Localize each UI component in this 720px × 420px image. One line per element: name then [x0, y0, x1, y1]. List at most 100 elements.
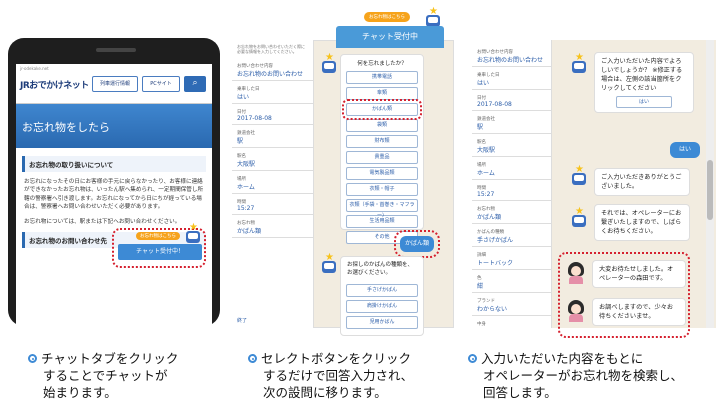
site-header: jr-odekake.net JRおでかけネット 列車運行情報 PCサイト ⌕ — [16, 64, 212, 104]
form-label: 駅名 — [477, 140, 486, 145]
form-label: 色 — [477, 276, 482, 281]
form-label: ブランド — [477, 299, 495, 304]
option-button[interactable]: 貴重品 — [346, 151, 418, 164]
form-label: 日付 — [477, 96, 486, 101]
form-column: お忘れ物をお問い合わせいただく際に必要な情報を入力してください。 お問い合わせ内… — [232, 40, 314, 328]
caption-2: セレクトボタンをクリック するだけで回答入力され、 次の設問に移ります。 — [248, 350, 413, 401]
question-text: 何を忘れましたか？ — [357, 61, 407, 67]
form-value[interactable]: 2017-08-08 — [232, 115, 313, 125]
form-label: 日付 — [237, 110, 246, 115]
form-value[interactable]: はい — [232, 92, 313, 104]
form-label: 乗車した日 — [237, 87, 260, 92]
site-url: jr-odekake.net — [20, 66, 49, 71]
chat-tag: お忘れ物はこちら — [364, 12, 410, 22]
form-value[interactable]: トートバック — [472, 258, 551, 270]
answer-bubble: かばん類 — [400, 236, 434, 252]
form-value[interactable]: ポタン式 — [472, 327, 551, 328]
form-value[interactable]: かばん類 — [232, 226, 313, 238]
form-value[interactable]: お忘れ物のお問い合わせ — [232, 69, 313, 81]
option-button[interactable]: 電気製品類 — [346, 167, 418, 180]
form-value[interactable]: 駅 — [232, 136, 313, 148]
form-value[interactable]: 15:27 — [472, 191, 551, 201]
option-button[interactable]: 傘類 — [346, 87, 418, 100]
option-button[interactable]: 衣類・帽子 — [346, 183, 418, 196]
section-heading: お忘れ物の取り扱いについて — [22, 156, 206, 172]
pc-site-button[interactable]: PCサイト — [142, 76, 180, 92]
option-button[interactable]: 袋類 — [346, 119, 418, 132]
train-info-button[interactable]: 列車運行情報 — [92, 76, 138, 92]
form-value[interactable]: ホーム — [472, 168, 551, 180]
search-icon[interactable]: ⌕ — [184, 76, 206, 92]
form-value[interactable]: わからない — [472, 304, 551, 316]
page-title: お忘れ物をしたら — [16, 104, 212, 148]
form-label: 鉄道会社 — [237, 131, 255, 136]
operator-message-2: お調べしますので、少々お待ちくださいませ。 — [592, 298, 686, 326]
form-value[interactable]: お忘れ物のお問い合わせ — [472, 55, 551, 67]
bullet-icon — [248, 354, 257, 363]
form-label: 鉄道会社 — [477, 117, 495, 122]
reply-bubble: はい — [670, 142, 700, 158]
option-button[interactable]: 生活用品類 — [346, 215, 418, 228]
form-label: 中身 — [477, 322, 486, 327]
form-value[interactable]: 2017-08-08 — [472, 101, 551, 111]
bullet-icon — [28, 354, 37, 363]
option-button[interactable]: 財布類 — [346, 135, 418, 148]
thanks-bubble: ご入力いただきありがとうございました。 — [594, 168, 690, 196]
form-value[interactable]: 大阪駅 — [232, 159, 313, 171]
option-button[interactable]: 肩掛けかばん — [346, 300, 418, 313]
form-label: 詳細 — [477, 253, 486, 258]
form-value[interactable]: はい — [472, 78, 551, 90]
chat-tab-button[interactable]: チャット受付中！ — [118, 244, 202, 260]
confirm-bubble: ご入力いただいた内容でよろしいでしょうか？ ※修正する場合は、左側の該当箇所をク… — [594, 52, 694, 113]
option-button[interactable]: 児用かばん — [346, 316, 418, 329]
form-head: お忘れ物をお問い合わせいただく際に必要な情報を入力してください。 — [237, 44, 305, 54]
chat-header: チャット受付中 — [336, 26, 444, 48]
option-button[interactable]: 衣類（手袋・首巻き・マフラー） — [346, 199, 418, 219]
caption-1: チャットタブをクリック することでチャットが 始まります。 — [28, 350, 178, 401]
form-label: お問い合わせ内容 — [477, 50, 513, 55]
option-button[interactable]: 携帯電話 — [346, 71, 418, 84]
chat-scrollbar[interactable] — [706, 40, 714, 328]
form-value[interactable]: 大阪駅 — [472, 145, 551, 157]
form-value[interactable]: 駅 — [472, 122, 551, 134]
operator-highlight — [558, 252, 690, 338]
chat-tab-highlight: お忘れ物はこちら ★ チャット受付中！ — [112, 223, 206, 268]
form-label: 乗車した日 — [477, 73, 500, 78]
operator-avatar — [566, 262, 586, 284]
connecting-bubble: それでは、オペレーターにお繋ぎいたしますので、しばらくお待ちください。 — [594, 204, 690, 241]
operator-message-1: 大変お待たせしました。オペレーターの森田です。 — [592, 260, 686, 288]
confirm-text: ご入力いただいた内容でよろしいでしょうか？ ※修正する場合は、左側の該当箇所をク… — [601, 58, 683, 92]
end-link[interactable]: 終了 — [237, 318, 248, 324]
form-value[interactable]: 15:27 — [232, 205, 313, 215]
form-label: かばんの種類 — [477, 230, 504, 235]
confirm-yes-button[interactable]: はい — [616, 96, 672, 108]
form-value[interactable]: 紺 — [472, 281, 551, 293]
chat-tag: お忘れ物はこちら — [136, 232, 180, 240]
site-logo[interactable]: JRおでかけネット — [20, 81, 89, 91]
form-label: お忘れ物 — [237, 221, 255, 226]
form-label: 時間 — [237, 200, 246, 205]
form-label: 場所 — [237, 177, 246, 182]
operator-avatar — [566, 300, 586, 322]
form-label: お忘れ物 — [477, 207, 495, 212]
form-value[interactable]: 手さげかばん — [472, 235, 551, 247]
question-text-2: お探しのかばんの種類を、お選びください。 — [347, 262, 414, 276]
section-body: お忘れになったその日にお客様の手元に戻らなかったり、お客様に連絡ができなかったお… — [24, 179, 204, 211]
phone-speaker — [96, 48, 136, 52]
question-bubble: 何を忘れましたか？ 携帯電話傘類かばん類袋類財布類貴重品電気製品類衣類・帽子衣類… — [340, 54, 424, 244]
section-body-2: お忘れ物については、駅または下記へお問い合わせください。 — [24, 218, 181, 225]
form-label: 場所 — [477, 163, 486, 168]
scrollbar-thumb[interactable] — [707, 160, 713, 220]
form-label: 時間 — [477, 186, 486, 191]
form-value[interactable]: かばん類 — [472, 212, 551, 224]
bullet-icon — [468, 354, 477, 363]
question-bubble-2: お探しのかばんの種類を、お選びください。 手さげかばん肩掛けかばん児用かばん — [340, 256, 424, 336]
form-label: お問い合わせ内容 — [237, 64, 273, 69]
form-value[interactable]: ホーム — [232, 182, 313, 194]
form-label: 駅名 — [237, 154, 246, 159]
option-button[interactable]: 手さげかばん — [346, 284, 418, 297]
option-button[interactable]: かばん類 — [342, 99, 422, 120]
phone-screen: jr-odekake.net JRおでかけネット 列車運行情報 PCサイト ⌕ … — [16, 64, 212, 326]
caption-3: 入力いただいた内容をもとに オペレーターがお忘れ物を検索し、 回答します。 — [468, 350, 683, 401]
